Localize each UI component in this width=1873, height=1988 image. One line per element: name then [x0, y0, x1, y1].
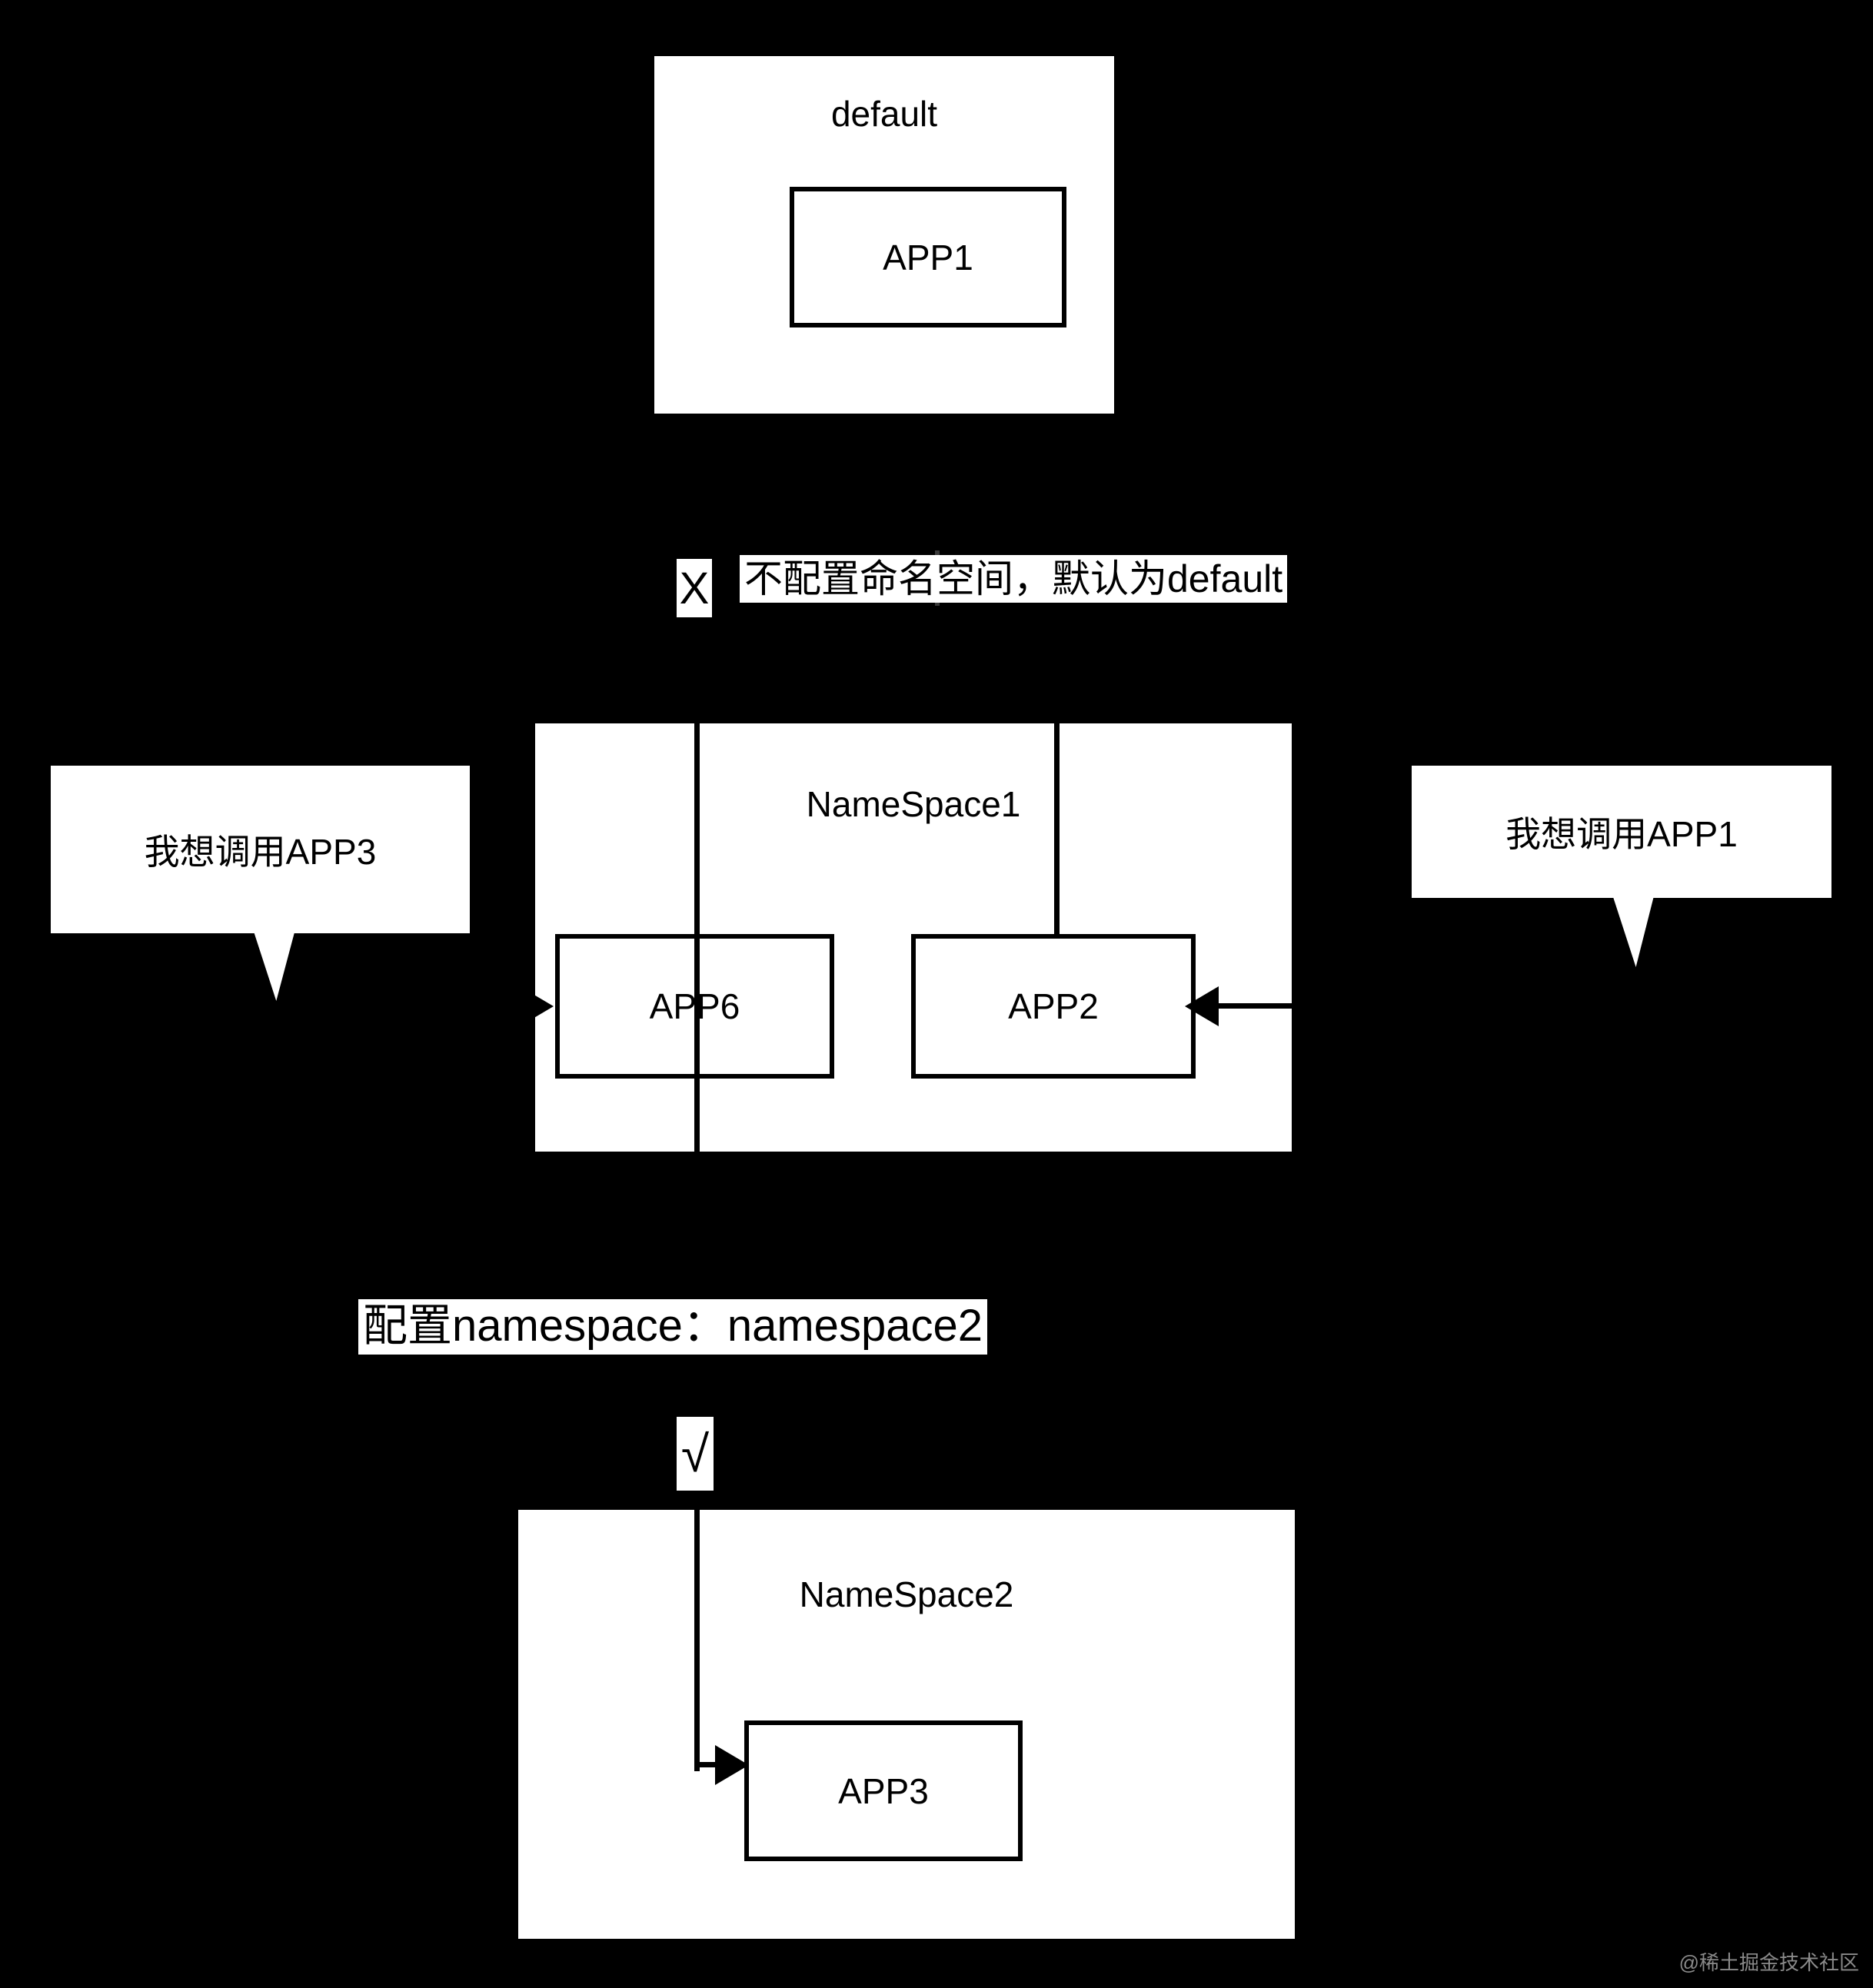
configure-namespace-note: 配置namespace：namespace2: [358, 1299, 987, 1355]
watermark: @稀土掘金技术社区: [1679, 1947, 1859, 1976]
arrow-head-to-app2: [1185, 986, 1219, 1026]
connector-line-into-ns2: [694, 1505, 700, 1767]
callout-text-left: 我想调用APP3: [144, 832, 377, 872]
cross-marker-symbol: X: [679, 563, 710, 613]
namespace-label-namespace2: NameSpace2: [799, 1574, 1014, 1614]
app-label-app2: APP2: [1008, 986, 1099, 1026]
check-marker: √: [677, 1417, 714, 1491]
cross-marker: X: [677, 559, 712, 617]
no-namespace-note: 不配置命名空间，默认为default: [740, 555, 1288, 603]
arrow-head-to-app6: [520, 986, 554, 1026]
configure-namespace-note-text: 配置namespace：namespace2: [363, 1301, 983, 1351]
callout-tail-left: [254, 933, 317, 1001]
watermark-text: @稀土掘金技术社区: [1678, 1951, 1859, 1974]
check-marker-symbol: √: [680, 1425, 710, 1482]
callout-bubble-right: 我想调用APP1: [1412, 766, 1831, 898]
app-box-app1: APP1: [790, 187, 1066, 327]
app-label-app3: APP3: [838, 1770, 929, 1811]
namespace-label-namespace1: NameSpace1: [806, 784, 1021, 824]
namespace-label-default: default: [830, 94, 938, 134]
app-label-app1: APP1: [883, 237, 973, 278]
callout-tail-right: [1613, 898, 1676, 967]
arrow-line-to-app2: [1213, 1003, 1293, 1009]
arrow-head-to-app3: [715, 1745, 749, 1785]
app-box-app2: APP2: [911, 934, 1196, 1079]
callout-text-right: 我想调用APP1: [1505, 814, 1738, 854]
callout-bubble-left: 我想调用APP3: [51, 766, 470, 933]
app-box-app3: APP3: [744, 1720, 1023, 1861]
no-namespace-note-text: 不配置命名空间，默认为default: [744, 557, 1283, 600]
connector-line-app6: [694, 719, 700, 1169]
connector-line-app2: [1054, 719, 1060, 938]
